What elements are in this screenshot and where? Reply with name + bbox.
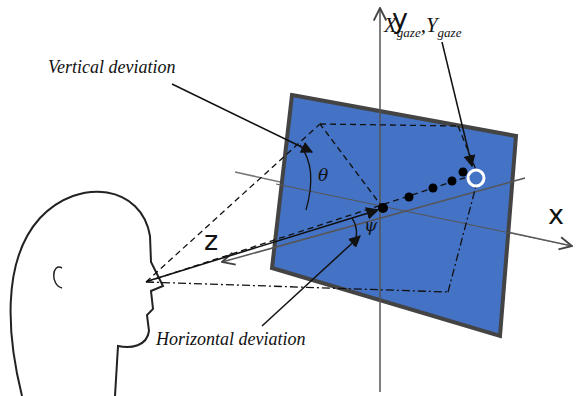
deviation-label: Horizontal deviation [156, 330, 306, 350]
y-axis [379, 8, 381, 392]
leader-horizontal [262, 236, 360, 326]
vertical-deviation-lines [146, 124, 476, 282]
leader-gaze [442, 42, 472, 166]
screen-plane [272, 95, 516, 336]
horizontal-deviation-lines [146, 186, 476, 292]
angle-symbol: ψ [364, 216, 377, 235]
leader-vertical [172, 84, 312, 152]
gaze-center-line [148, 210, 378, 281]
x-axis-front [276, 184, 572, 246]
z-axis [222, 178, 525, 262]
gaze-trajectory [378, 168, 468, 214]
axis-label: z [204, 226, 218, 256]
ear-line [54, 267, 62, 288]
theta-arc [300, 145, 311, 210]
angle-symbol: θ [318, 166, 328, 185]
gaze-point [468, 170, 484, 186]
deviation-label: Vertical deviation [48, 58, 175, 78]
axis-label: x [548, 200, 564, 230]
head-silhouette [11, 192, 163, 396]
gaze-point-label: Xgaze,Ygaze [384, 14, 461, 40]
